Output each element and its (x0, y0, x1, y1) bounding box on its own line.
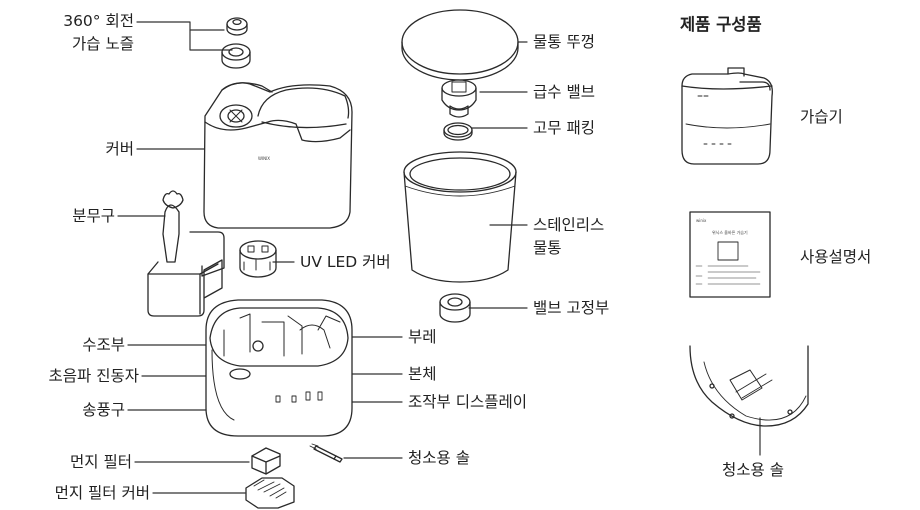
component-manual-icon: winix 위닉스 올바른 가습기 (689, 211, 771, 298)
component-brush-label: 청소용 솔 (722, 461, 784, 479)
label-cover: 커버 (105, 140, 134, 158)
label-mist-tube: 분무구 (72, 207, 115, 225)
label-float: 부레 (408, 328, 437, 346)
stainless-tank-part-icon (403, 151, 517, 283)
mist-tube-part-icon (147, 190, 225, 317)
dust-filter-part-icon (251, 447, 281, 475)
label-uv-led-cover: UV LED 커버 (300, 253, 391, 271)
cover-brand-mark: WINIX (258, 156, 270, 161)
component-humidifier-label: 가습기 (800, 108, 843, 126)
manual-heading-text: 위닉스 올바른 가습기 (712, 229, 748, 235)
supply-valve-part-icon (441, 79, 477, 118)
manual-mark-text: winix (696, 218, 707, 223)
label-ultrasonic: 초음파 진동자 (48, 367, 140, 385)
component-humidifier-icon (681, 67, 773, 165)
label-cleaning-brush: 청소용 솔 (408, 449, 470, 467)
main-body-part-icon (205, 299, 353, 437)
dust-filter-cover-part-icon (245, 477, 295, 509)
nozzle-ring-icon (221, 43, 251, 69)
label-valve-holder: 밸브 고정부 (533, 299, 610, 317)
tank-lid-part-icon (401, 9, 519, 81)
label-nozzle: 가습 노즐 (72, 35, 134, 53)
label-water-base: 수조부 (82, 336, 125, 354)
label-main-body: 본체 (408, 365, 437, 383)
leader-lines (117, 21, 761, 494)
label-tank: 물통 (533, 239, 562, 257)
label-rubber-packing: 고무 패킹 (533, 119, 595, 137)
uv-led-cover-part-icon (239, 240, 277, 278)
component-brush-view-icon (689, 345, 809, 427)
label-tank-lid: 물통 뚜껑 (533, 33, 595, 51)
valve-holder-part-icon (439, 293, 471, 323)
label-360-rotation: 360° 회전 (63, 12, 134, 30)
label-dust-filter-cover: 먼지 필터 커버 (54, 484, 150, 502)
label-control-display: 조작부 디스플레이 (408, 393, 528, 411)
label-supply-valve: 급수 밸브 (533, 83, 595, 101)
cover-part-icon: WINIX (203, 82, 353, 229)
cleaning-brush-part-icon (309, 443, 343, 463)
nozzle-part-icon (226, 17, 248, 36)
label-stainless: 스테인리스 (533, 216, 605, 234)
label-fan-duct: 송풍구 (82, 401, 125, 419)
components-title: 제품 구성품 (680, 15, 762, 34)
rubber-packing-part-icon (443, 122, 473, 141)
component-manual-label: 사용설명서 (800, 248, 872, 266)
label-dust-filter: 먼지 필터 (70, 453, 132, 471)
